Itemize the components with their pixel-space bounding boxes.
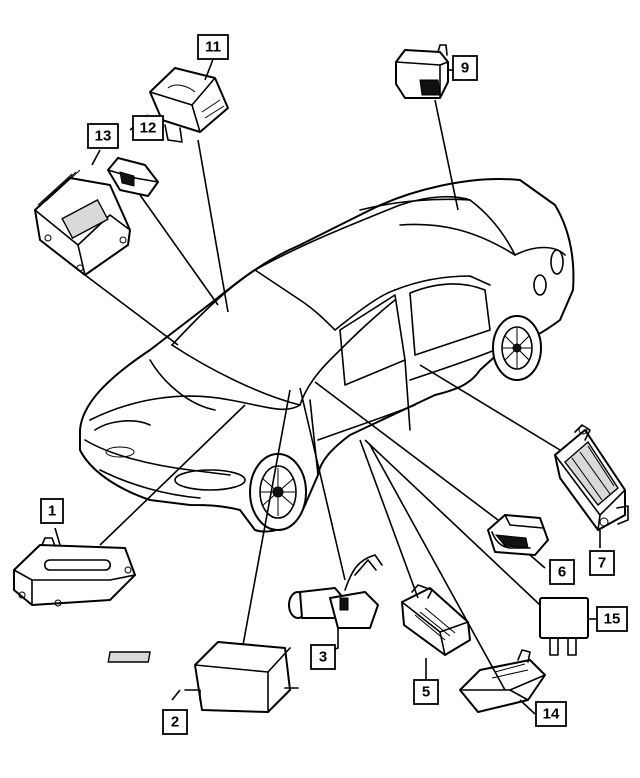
component-1-module (13, 537, 136, 607)
vehicle-illustration (79, 178, 575, 533)
svg-text:1: 1 (48, 503, 56, 520)
svg-text:14: 14 (543, 706, 560, 723)
component-14-module (459, 649, 546, 713)
svg-text:5: 5 (422, 684, 430, 701)
component-2-module (107, 641, 299, 713)
component-13-module (34, 157, 159, 276)
callout-15: 15 (596, 606, 628, 632)
callout-3: 3 (310, 644, 336, 670)
svg-text:13: 13 (95, 128, 112, 145)
component-7-module (554, 424, 629, 531)
component-5-module (401, 584, 471, 656)
callout-5: 5 (413, 679, 439, 705)
callout-12: 12 (132, 115, 164, 141)
callout-13: 13 (87, 123, 119, 149)
callout-11: 11 (197, 34, 229, 60)
callout-7: 7 (589, 550, 615, 576)
callout-2: 2 (162, 709, 188, 735)
callout-6: 6 (549, 559, 575, 585)
svg-text:6: 6 (558, 564, 566, 581)
callout-1: 1 (40, 498, 64, 524)
component-6-module (487, 514, 549, 556)
component-9-module (395, 44, 449, 99)
svg-text:15: 15 (604, 611, 621, 628)
callout-14: 14 (535, 701, 567, 727)
svg-text:11: 11 (205, 39, 221, 56)
svg-text:3: 3 (319, 649, 327, 666)
svg-text:12: 12 (140, 120, 157, 137)
component-15-relay (539, 597, 589, 656)
leader-lines (54, 49, 601, 715)
svg-text:2: 2 (171, 714, 179, 731)
svg-text:7: 7 (598, 555, 606, 572)
component-11-12-module (149, 67, 229, 143)
callout-9: 9 (452, 55, 478, 81)
svg-text:9: 9 (461, 60, 469, 77)
component-3-sensor (288, 554, 383, 629)
